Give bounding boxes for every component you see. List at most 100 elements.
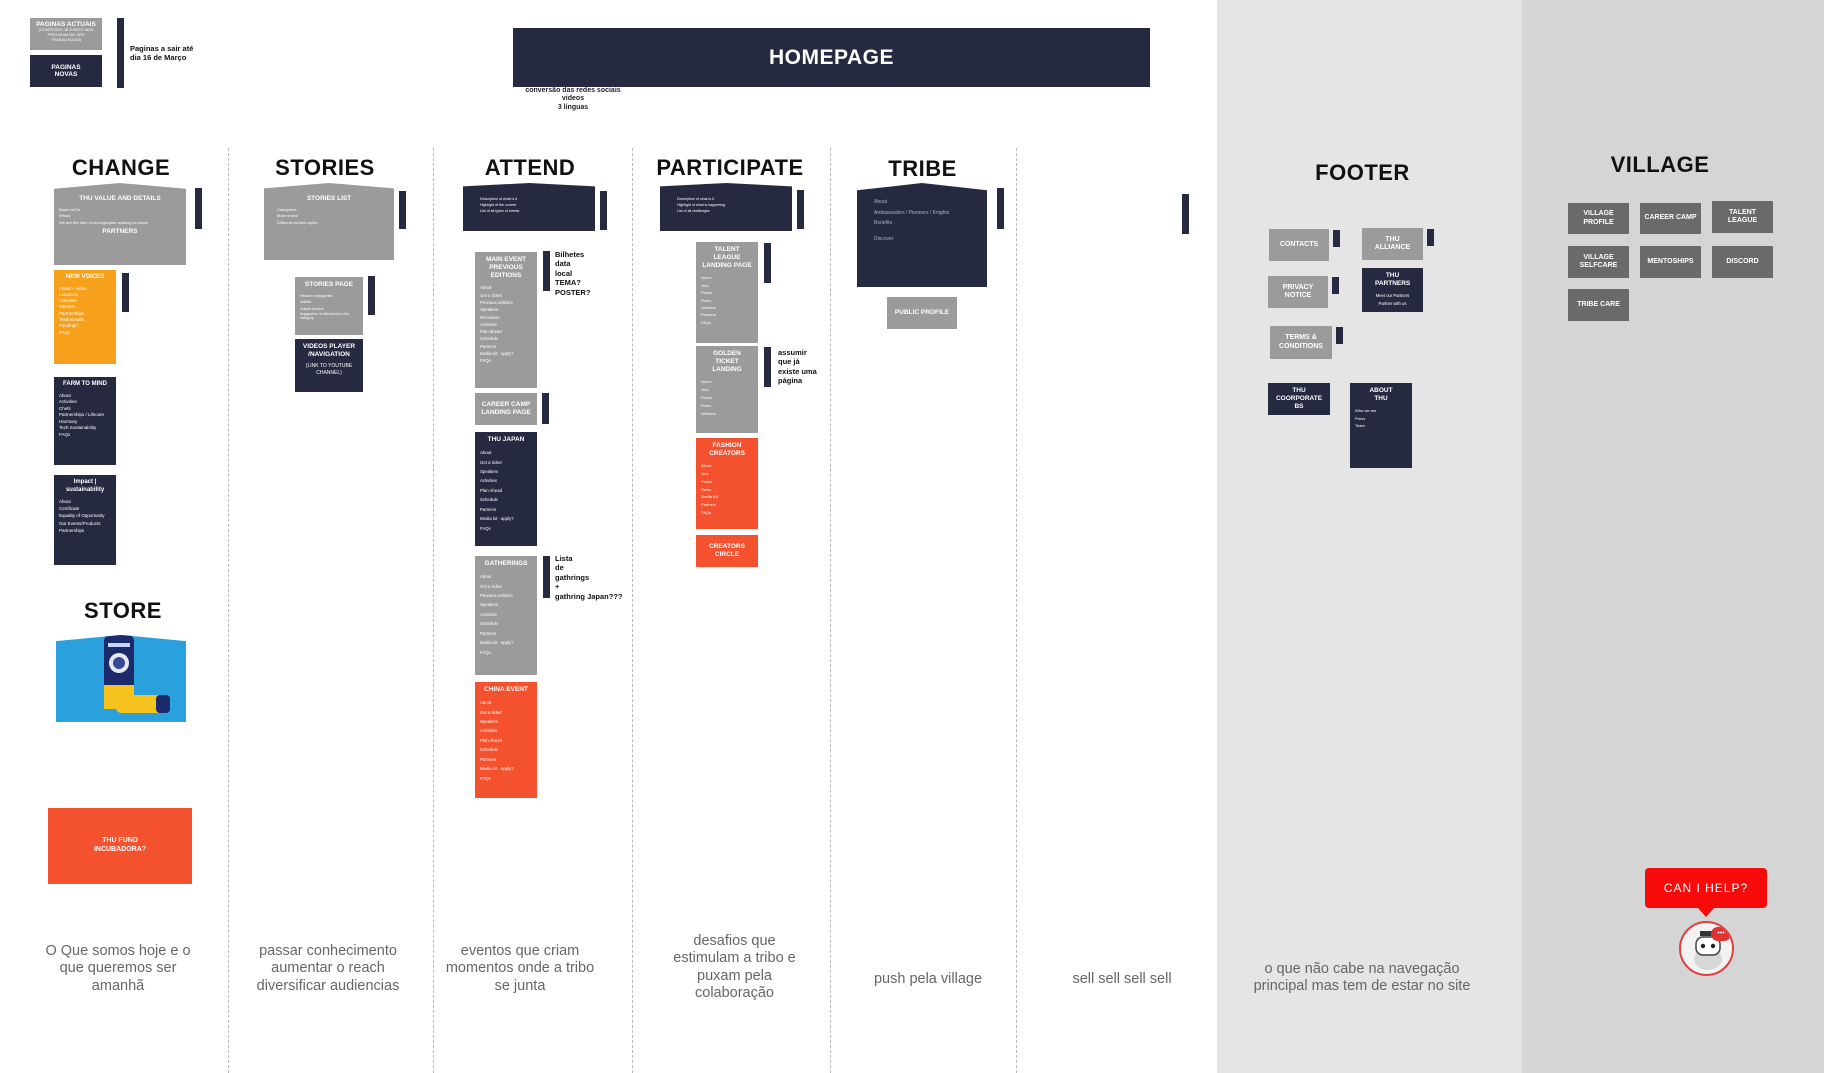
- note-line: gathring Japan???: [555, 591, 623, 601]
- card-item: Equality of Opportunity: [59, 513, 105, 519]
- public-profile-card[interactable]: PUBLIC PROFILE: [887, 297, 957, 329]
- card-item: Mentors: [59, 304, 76, 310]
- thu-japan-card[interactable]: THU JAPAN About Get a ticket Speakers Ac…: [475, 432, 537, 546]
- card-item: Plan Ahead: [480, 737, 502, 743]
- china-event-card[interactable]: CHINA EVENT About Get a ticket Speakers …: [475, 682, 537, 798]
- card-item: FAQs: [59, 329, 71, 335]
- card-item: Get a ticket: [480, 583, 502, 589]
- note-line: gathrings: [555, 572, 590, 582]
- card-title: CAREER CAMP LANDING PAGE: [481, 400, 531, 416]
- robot-avatar-icon: [1694, 931, 1722, 970]
- card-item: Get a ticket: [480, 709, 502, 715]
- card-item: About: [701, 379, 712, 385]
- new-voices-card[interactable]: NEW VOICES About + video Locations Activ…: [54, 270, 116, 364]
- section-title-tribe: TRIBE: [888, 156, 957, 181]
- card-item: Locations: [59, 291, 79, 297]
- village-selfcare-button[interactable]: VILLAGE SELFCARE: [1568, 246, 1629, 278]
- talent-league-card[interactable]: TALENT LEAGUE LANDING PAGE About Jury Pr…: [696, 242, 758, 343]
- videos-player-card[interactable]: VIDEOS PLAYER /NAVIGATION (LINK TO YOUTU…: [295, 339, 363, 392]
- farm-to-mind-card[interactable]: FARM TO MIND About Activities Chefs Part…: [54, 377, 116, 465]
- card-item: Board of Dir: [59, 207, 81, 213]
- card-title: ABOUT THU: [1369, 387, 1393, 403]
- card-item: List of all challenges: [677, 209, 710, 214]
- card-item: Partner with us: [1378, 301, 1407, 307]
- card-item: About + video: [59, 285, 87, 291]
- card-item: FAQs: [480, 358, 491, 364]
- card-item: Description of what is it: [480, 197, 517, 201]
- card-item: About: [701, 463, 712, 469]
- card-item: Activities: [59, 399, 77, 405]
- marker-bar: [1336, 327, 1343, 344]
- stories-page-card[interactable]: STORIES PAGE Header categories Artists A…: [295, 277, 363, 335]
- section-title-change: CHANGE: [71, 155, 171, 180]
- card-item: Description of what is it: [677, 197, 714, 201]
- note-line: TEMA?: [555, 278, 581, 288]
- creators-circle-card[interactable]: CREATORS CIRCLE: [696, 535, 758, 567]
- tribe-main-card[interactable]: About Ambassadors / Pioneers / Knights B…: [857, 183, 987, 287]
- homepage-header[interactable]: HOMEPAGE: [513, 28, 1150, 87]
- participate-main-card[interactable]: Description of what is it Highlight of w…: [660, 183, 792, 231]
- tribe-care-button[interactable]: TRIBE CARE: [1568, 289, 1629, 321]
- career-camp-card[interactable]: CAREER CAMP LANDING PAGE: [475, 393, 537, 425]
- card-item: About: [480, 574, 492, 580]
- contacts-card[interactable]: CONTACTS: [1269, 229, 1329, 261]
- village-profile-button[interactable]: VILLAGE PROFILE: [1568, 203, 1629, 234]
- change-main-card[interactable]: THU VALUE AND DETAILS Board of Dir Whoai…: [54, 183, 186, 265]
- column-divider: [228, 148, 229, 1073]
- thu-alliance-card[interactable]: THU ALLIANCE: [1362, 228, 1423, 260]
- stories-list-card[interactable]: STORIES LIST Categories Most recent Diff…: [264, 183, 394, 260]
- homepage-note-line: 3 línguas: [557, 103, 589, 111]
- column-divider: [830, 148, 831, 1073]
- card-title: THU JAPAN: [487, 436, 525, 443]
- gatherings-card[interactable]: GATHERINGS About Get a ticket Previous e…: [475, 556, 537, 675]
- thu-corporate-card[interactable]: THU COORPORATE BS: [1268, 383, 1330, 415]
- note-line: local: [555, 268, 573, 278]
- marker-bar: [1182, 194, 1189, 234]
- card-item: About: [874, 199, 888, 205]
- card-item: Winners: [701, 411, 716, 417]
- card-item: About: [701, 275, 712, 281]
- card-item: Activities: [480, 321, 497, 327]
- talent-league-button[interactable]: TALENT LEAGUE: [1712, 201, 1773, 233]
- card-item: Categories: [277, 207, 297, 213]
- description-footer: o que não cabe na navegação principal ma…: [1253, 961, 1471, 995]
- fashion-creators-card[interactable]: FASHION CREATORS About Jury Prizes Rules…: [696, 438, 758, 529]
- note-line: assumir: [778, 348, 807, 357]
- card-title: Impact | sustainability: [65, 479, 105, 493]
- card-item: Certificate: [59, 506, 80, 512]
- card-item: (LINK TO YOUTUBE CHANNEL): [305, 363, 353, 376]
- privacy-notice-card[interactable]: PRIVACY NOTICE: [1268, 276, 1328, 308]
- golden-ticket-note: assumir que já existe uma página: [778, 348, 828, 386]
- card-title: FARM TO MIND: [63, 381, 107, 387]
- card-item: Partnerships / Lifecare Harmony: [59, 412, 105, 424]
- terms-conditions-card[interactable]: TERMS & CONDITIONS: [1270, 326, 1332, 359]
- about-thu-card[interactable]: ABOUT THU Who we are Press Team: [1350, 383, 1412, 468]
- thu-partners-card[interactable]: THU PARTNERS Meet our Partners Partner w…: [1362, 268, 1423, 312]
- card-item: Partners: [480, 506, 497, 512]
- card-item: FAQs: [701, 510, 712, 516]
- golden-ticket-card[interactable]: GOLDEN TICKET LANDING About Jury Prizes …: [696, 346, 758, 433]
- mentorships-button[interactable]: MENTOSHIPS: [1640, 246, 1701, 278]
- typing-indicator: •••: [1711, 927, 1731, 941]
- legend-deadline-bar: [117, 18, 124, 88]
- career-camp-button[interactable]: CAREER CAMP: [1640, 203, 1701, 234]
- description-participate: desafios que estimulam a tribo e puxam p…: [673, 933, 796, 1002]
- card-item: Benefits: [874, 220, 893, 226]
- description-store: sell sell sell sell: [1072, 971, 1172, 987]
- discord-button[interactable]: DISCORD: [1712, 246, 1773, 278]
- main-event-card[interactable]: MAIN EVENT PREVIOUS EDITIONS About Get a…: [475, 252, 537, 388]
- marker-bar: [1427, 229, 1434, 246]
- help-chat-button[interactable]: CAN I HELP?: [1645, 868, 1767, 908]
- card-item: Plan ahead: [480, 329, 502, 335]
- help-avatar[interactable]: •••: [1679, 921, 1734, 976]
- card-footer: PARTNERS: [102, 227, 138, 235]
- section-title-village: VILLAGE: [1610, 152, 1710, 177]
- thu-fund-card[interactable]: THU FUND INCUBADORA?: [48, 808, 192, 884]
- card-title: CREATORS CIRCLE: [709, 542, 745, 558]
- card-item: Chefs: [59, 405, 71, 411]
- card-item: Partners: [701, 502, 717, 508]
- attend-main-card[interactable]: Description of what is it Highlight of t…: [463, 183, 595, 231]
- card-item: Partnerships: [59, 527, 85, 533]
- store-product-image[interactable]: [56, 635, 186, 722]
- impact-card[interactable]: Impact | sustainability About Certificat…: [54, 475, 116, 565]
